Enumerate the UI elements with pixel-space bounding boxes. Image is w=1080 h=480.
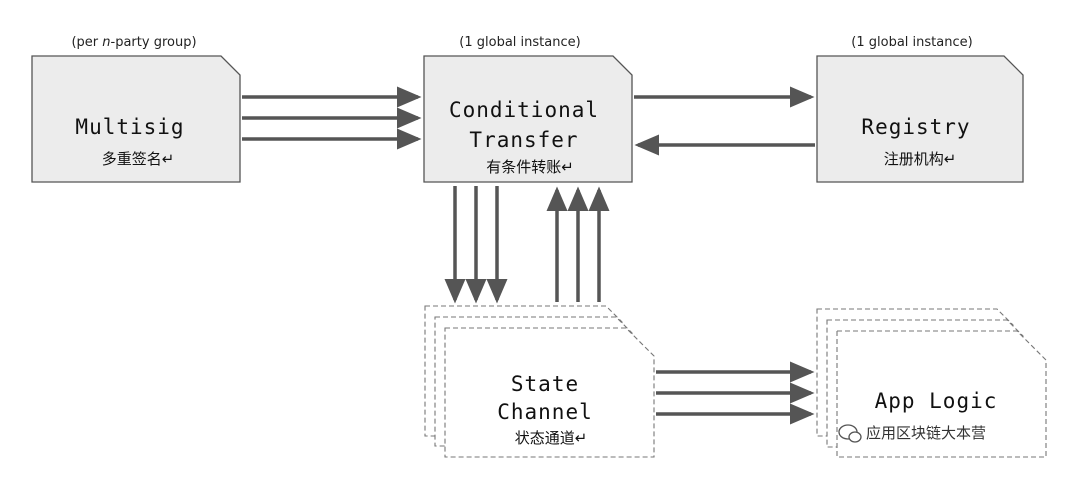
registry-subtitle: 注册机构↵ <box>884 150 957 168</box>
arrows-transfer-to-channel <box>444 186 508 304</box>
state-channel-node: State Channel 状态通道↵ <box>424 305 655 458</box>
registry-caption: (1 global instance) <box>851 35 972 50</box>
arrows-transfer-registry <box>634 86 815 156</box>
multisig-box <box>31 55 241 183</box>
arrows-multisig-to-transfer <box>242 86 422 150</box>
app-logic-title: App Logic <box>875 389 998 413</box>
app-logic-node: App Logic <box>816 308 1047 458</box>
wechat-icon <box>838 424 862 443</box>
watermark: 应用区块链大本营 <box>838 424 986 443</box>
state-channel-subtitle: 状态通道↵ <box>515 429 588 447</box>
arrows-channel-to-transfer <box>546 186 610 302</box>
app-logic-layer-front <box>836 330 1047 458</box>
watermark-text: 应用区块链大本营 <box>866 424 986 442</box>
multisig-node: (per n-party group) Multisig 多重签名↵ <box>31 35 241 183</box>
registry-title: Registry <box>861 115 970 139</box>
conditional-transfer-box <box>423 55 633 183</box>
arrows-channel-to-app <box>656 361 815 425</box>
multisig-caption: (per n-party group) <box>71 35 196 50</box>
conditional-transfer-subtitle: 有条件转账↵ <box>486 158 574 176</box>
conditional-transfer-node: (1 global instance) Conditional Transfer… <box>423 35 633 183</box>
multisig-subtitle: 多重签名↵ <box>102 150 175 168</box>
state-channel-layer-front <box>444 327 655 458</box>
registry-node: (1 global instance) Registry 注册机构↵ <box>816 35 1024 183</box>
registry-box <box>816 55 1024 183</box>
conditional-transfer-title-line2: Transfer <box>469 128 578 152</box>
conditional-transfer-caption: (1 global instance) <box>459 35 580 50</box>
multisig-title: Multisig <box>75 115 184 139</box>
conditional-transfer-title-line1: Conditional <box>449 98 599 122</box>
state-channel-title-line2: Channel <box>497 400 593 424</box>
state-channel-title-line1: State <box>511 372 579 396</box>
